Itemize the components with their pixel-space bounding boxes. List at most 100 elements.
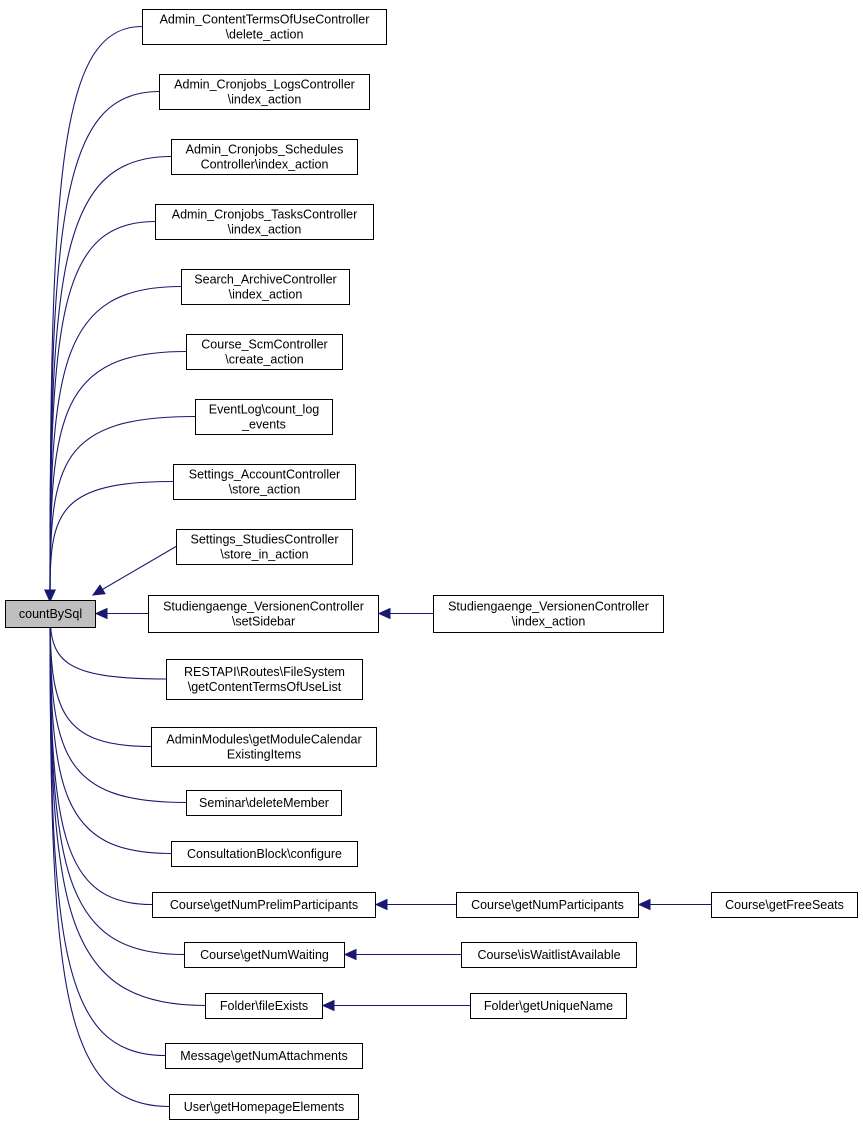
edge-arrowhead xyxy=(94,607,108,620)
edge-arrowhead xyxy=(374,898,388,911)
node-box xyxy=(151,727,377,767)
graph-node[interactable]: Course_ScmController\create_action xyxy=(186,334,343,370)
edge-line xyxy=(49,285,182,592)
root-node[interactable]: countBySql xyxy=(5,600,96,628)
edge-arrowhead xyxy=(343,948,357,961)
graph-node[interactable]: Course\getNumWaiting xyxy=(184,942,345,968)
graph-node[interactable]: Folder\getUniqueName xyxy=(470,993,627,1019)
graph-edge xyxy=(44,90,160,603)
node-label: Folder\fileExists xyxy=(220,999,308,1013)
node-label: \store_in_action xyxy=(220,548,308,562)
node-label: Admin_Cronjobs_TasksController xyxy=(172,208,358,222)
node-label: \create_action xyxy=(225,353,304,367)
graph-node[interactable]: Message\getNumAttachments xyxy=(165,1043,363,1069)
graph-node[interactable]: Admin_Cronjobs_TasksController\index_act… xyxy=(155,204,374,240)
graph-edge xyxy=(44,25,143,603)
node-box xyxy=(181,269,350,305)
graph-node[interactable]: Course\getFreeSeats xyxy=(711,892,858,918)
node-label: Admin_ContentTermsOfUseController xyxy=(160,13,370,27)
graph-node[interactable]: Admin_ContentTermsOfUseController\delete… xyxy=(142,9,387,45)
graph-edge xyxy=(637,898,711,911)
node-label: Admin_Cronjobs_LogsController xyxy=(174,78,355,92)
node-box xyxy=(171,841,358,867)
node-label: \index_action xyxy=(512,615,586,629)
node-box xyxy=(433,595,664,633)
edge-line xyxy=(49,480,174,592)
graph-edge xyxy=(94,607,148,620)
graph-edge xyxy=(44,599,153,906)
node-label: Studiengaenge_VersionenController xyxy=(448,600,649,614)
node-box xyxy=(142,9,387,45)
node-box xyxy=(166,659,363,700)
graph-node[interactable]: RESTAPI\Routes\FileSystem\getContentTerm… xyxy=(166,659,363,700)
node-label: \index_action xyxy=(228,223,302,237)
edge-line xyxy=(49,220,156,592)
node-label: Seminar\deleteMember xyxy=(199,796,329,810)
node-label: AdminModules\getModuleCalendar xyxy=(166,733,361,747)
graph-node[interactable]: EventLog\count_log_events xyxy=(195,399,333,435)
node-label: EventLog\count_log xyxy=(209,403,320,417)
graph-node[interactable]: Seminar\deleteMember xyxy=(186,790,342,816)
graph-node[interactable]: Course\isWaitlistAvailable xyxy=(461,942,637,968)
graph-edge xyxy=(321,999,470,1012)
node-label: Course\getNumPrelimParticipants xyxy=(170,898,358,912)
graph-node[interactable]: Course\getNumParticipants xyxy=(456,892,639,918)
node-box xyxy=(171,139,358,175)
edge-arrowhead xyxy=(637,898,651,911)
graph-node[interactable]: Settings_AccountController\store_action xyxy=(173,464,356,500)
node-box xyxy=(5,600,96,628)
graph-node[interactable]: Settings_StudiesController\store_in_acti… xyxy=(176,529,353,565)
graph-node[interactable]: Folder\fileExists xyxy=(205,993,323,1019)
graph-edge xyxy=(44,285,182,603)
node-label: \index_action xyxy=(228,93,302,107)
node-box xyxy=(159,74,370,110)
edge-line xyxy=(49,415,196,592)
node-label: \store_action xyxy=(229,483,301,497)
node-box xyxy=(152,892,376,918)
edge-line xyxy=(49,610,170,1108)
edge-arrowhead xyxy=(44,589,56,603)
node-label: \index_action xyxy=(229,288,303,302)
node-label: \delete_action xyxy=(226,28,304,42)
graph-node[interactable]: Studiengaenge_VersionenController\setSid… xyxy=(148,595,379,633)
node-label: Course_ScmController xyxy=(201,338,327,352)
node-label: Course\getFreeSeats xyxy=(725,898,844,912)
graph-node[interactable]: AdminModules\getModuleCalendarExistingIt… xyxy=(151,727,377,767)
node-label: Admin_Cronjobs_Schedules xyxy=(186,143,344,157)
node-box xyxy=(456,892,639,918)
graph-edge xyxy=(44,350,187,603)
graph-edge xyxy=(377,607,433,620)
node-label: Folder\getUniqueName xyxy=(484,999,613,1013)
node-box xyxy=(470,993,627,1019)
node-label: ExistingItems xyxy=(227,748,301,762)
graph-edge xyxy=(44,220,156,603)
graph-edge xyxy=(343,948,461,961)
node-box xyxy=(165,1043,363,1069)
edge-arrowhead xyxy=(321,999,335,1012)
graph-node[interactable]: Search_ArchiveController\index_action xyxy=(181,269,350,305)
graph-node[interactable]: ConsultationBlock\configure xyxy=(171,841,358,867)
node-label: Course\isWaitlistAvailable xyxy=(477,948,620,962)
node-box xyxy=(155,204,374,240)
graph-edge xyxy=(44,480,174,603)
edge-line xyxy=(49,90,160,592)
edge-line xyxy=(49,25,143,592)
node-box xyxy=(711,892,858,918)
node-label: Settings_StudiesController xyxy=(191,533,339,547)
graph-edge xyxy=(91,546,177,596)
graph-node[interactable]: Studiengaenge_VersionenController\index_… xyxy=(433,595,664,633)
node-box xyxy=(186,790,342,816)
graph-node[interactable]: User\getHomepageElements xyxy=(169,1094,359,1120)
node-box xyxy=(173,464,356,500)
edge-line xyxy=(49,610,187,804)
node-label: User\getHomepageElements xyxy=(184,1100,345,1114)
graph-node[interactable]: Admin_Cronjobs_LogsController\index_acti… xyxy=(159,74,370,110)
graph-node[interactable]: Admin_Cronjobs_SchedulesController\index… xyxy=(171,139,358,175)
graph-node[interactable]: Course\getNumPrelimParticipants xyxy=(152,892,376,918)
node-label: ConsultationBlock\configure xyxy=(187,847,342,861)
edge-line xyxy=(49,350,187,592)
node-label: RESTAPI\Routes\FileSystem xyxy=(184,665,345,679)
node-label: _events xyxy=(241,418,286,432)
node-label: countBySql xyxy=(19,607,82,621)
